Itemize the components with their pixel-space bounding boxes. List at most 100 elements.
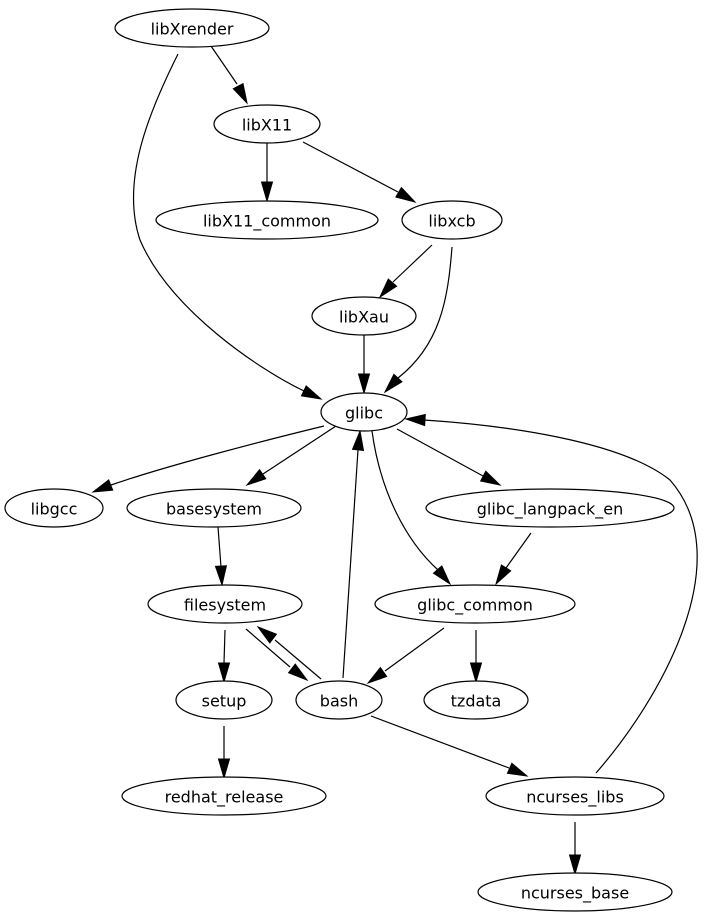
edge-line: [245, 628, 291, 668]
arrowhead-icon: [395, 186, 417, 203]
arrowhead-icon: [432, 565, 452, 586]
node-libXrender[interactable]: libXrender: [114, 8, 270, 48]
node-libgcc[interactable]: libgcc: [4, 488, 104, 528]
node-redhat-release[interactable]: redhat_release: [121, 776, 327, 816]
edge-glibc-common-to-tzdata: [469, 630, 483, 684]
node-label: libX11: [242, 116, 292, 135]
edge-line: [384, 627, 445, 672]
edge-glibc-to-glibc-langpack-en: [396, 428, 502, 486]
edge-line: [423, 419, 698, 774]
edge-glibc-to-libgcc: [91, 425, 325, 493]
arrowhead-icon: [351, 429, 365, 452]
node-libXau[interactable]: libXau: [311, 296, 417, 336]
node-filesystem[interactable]: filesystem: [147, 584, 303, 624]
node-label: glibc: [345, 404, 383, 423]
node-label: ncurses_libs: [526, 788, 624, 808]
arrowhead-icon: [568, 854, 582, 876]
edge-filesystem-to-bash: [245, 628, 309, 682]
arrowhead-icon: [245, 468, 267, 487]
edge-setup-to-redhat-release: [217, 726, 231, 780]
node-ellipse: [401, 200, 503, 240]
edge-line: [397, 246, 453, 379]
edge-bash-to-ncurses-libs: [370, 715, 529, 777]
edge-ncurses-libs-to-glibc: [404, 413, 698, 774]
edges-layer: [91, 45, 698, 876]
nodes-layer: libXrender libX11 libX11_common libxcb l…: [4, 8, 675, 912]
arrowhead-icon: [91, 479, 114, 493]
edge-line: [396, 428, 484, 477]
edge-libxcb-to-libXau: [378, 244, 433, 299]
arrowhead-icon: [232, 82, 248, 105]
edge-libxcb-to-glibc: [383, 246, 453, 394]
edge-line: [110, 425, 325, 486]
node-label: filesystem: [184, 596, 266, 615]
edge-line: [371, 430, 439, 571]
edge-line: [392, 244, 433, 283]
node-ellipse: [155, 200, 379, 240]
node-ellipse: [121, 776, 327, 816]
node-tzdata[interactable]: tzdata: [423, 680, 529, 720]
arrowhead-icon: [217, 758, 231, 780]
edge-line: [217, 526, 222, 568]
edge-line: [505, 532, 532, 569]
node-glibc[interactable]: glibc: [320, 392, 408, 432]
edge-bash-to-filesystem: [256, 625, 322, 680]
node-ellipse: [425, 488, 675, 528]
arrowhead-icon: [383, 373, 403, 394]
arrowhead-icon: [214, 565, 228, 587]
edge-basesystem-to-filesystem: [214, 526, 228, 587]
edge-line: [223, 629, 226, 664]
arrowhead-icon: [366, 666, 388, 685]
edge-bash-to-glibc: [342, 429, 365, 679]
edge-libXrender-to-libX11: [210, 45, 248, 105]
edge-libXrender-to-glibc: [132, 53, 323, 400]
node-label: libgcc: [31, 500, 78, 519]
arrowhead-icon: [217, 662, 231, 684]
node-ellipse: [374, 584, 576, 624]
edge-libX11-to-libxcb: [302, 141, 417, 203]
node-label: setup: [202, 692, 247, 711]
node-ellipse: [147, 584, 303, 624]
node-ellipse: [213, 104, 321, 144]
node-label: libxcb: [428, 212, 475, 231]
edge-line: [274, 639, 322, 680]
node-libxcb[interactable]: libxcb: [401, 200, 503, 240]
node-label: libXau: [339, 308, 389, 327]
node-glibc-common[interactable]: glibc_common: [374, 584, 576, 624]
edge-glibc-to-glibc-common: [371, 430, 452, 586]
node-label: redhat_release: [165, 788, 284, 808]
arrowhead-icon: [260, 181, 274, 203]
edge-libXau-to-glibc: [357, 335, 371, 395]
node-label: glibc_common: [417, 596, 533, 616]
node-ellipse: [4, 488, 104, 528]
node-label: basesystem: [166, 500, 262, 519]
node-label: libXrender: [151, 20, 234, 39]
node-setup[interactable]: setup: [175, 680, 273, 720]
arrowhead-icon: [378, 278, 398, 299]
arrowhead-icon: [479, 470, 502, 486]
node-label: tzdata: [451, 692, 502, 711]
node-ncurses-libs[interactable]: ncurses_libs: [485, 776, 665, 816]
edge-line: [132, 53, 305, 392]
node-bash[interactable]: bash: [295, 680, 383, 720]
node-ellipse: [175, 680, 273, 720]
edge-line: [262, 425, 337, 475]
node-ellipse: [295, 680, 383, 720]
node-glibc-langpack-en[interactable]: glibc_langpack_en: [425, 488, 675, 528]
arrowhead-icon: [469, 662, 483, 684]
edge-glibc-to-basesystem: [245, 425, 337, 487]
node-ellipse: [423, 680, 529, 720]
edge-line: [302, 141, 399, 193]
node-basesystem[interactable]: basesystem: [126, 488, 302, 528]
arrowhead-icon: [256, 625, 278, 644]
arrowhead-icon: [300, 385, 323, 400]
node-ellipse: [320, 392, 408, 432]
edge-line: [370, 715, 510, 769]
node-ncurses-base[interactable]: ncurses_base: [477, 872, 673, 912]
node-libX11-common[interactable]: libX11_common: [155, 200, 379, 240]
node-libX11[interactable]: libX11: [213, 104, 321, 144]
node-ellipse: [311, 296, 417, 336]
edge-filesystem-to-setup: [217, 629, 231, 684]
edge-libX11-to-libX11-common: [260, 143, 274, 203]
